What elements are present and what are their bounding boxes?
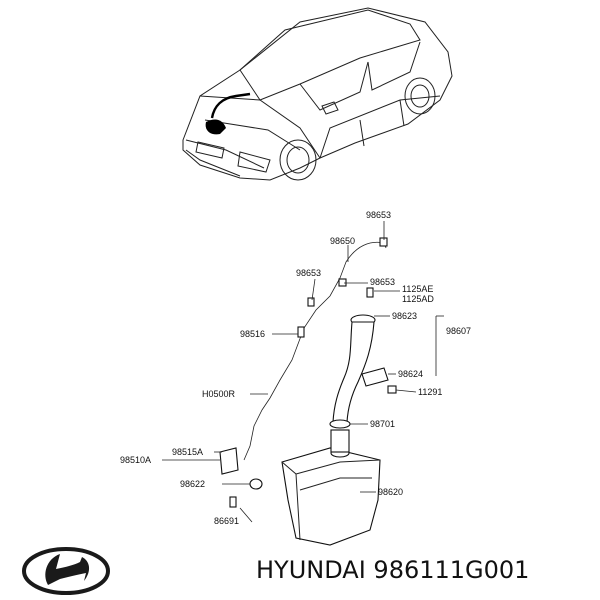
filler-neck [329,314,397,429]
callout-98515A: 98515A [172,447,203,457]
connector-98653-left [307,297,315,307]
callout-86691: 86691 [214,516,239,526]
callout-98622: 98622 [180,479,205,489]
callout-98653-top: 98653 [366,210,391,220]
callout-98653-left: 98653 [296,268,321,278]
callout-98516: 98516 [240,329,265,339]
bolt-1125AE [366,287,374,298]
leader-lines [162,221,444,523]
car-illustration [182,7,453,181]
callout-98510A: 98510A [120,455,151,465]
callout-98607: 98607 [446,326,471,336]
callout-98624: 98624 [398,369,423,379]
reservoir-tank [219,429,381,546]
joint-98516 [297,326,305,338]
callout-98701: 98701 [370,419,395,429]
callout-98623: 98623 [392,311,417,321]
footer-caption: HYUNDAI 986111G001 [256,550,529,590]
callout-1125AE: 1125AE [402,284,433,294]
callout-98620: 98620 [378,487,403,497]
callout-1125AD: 1125AD [402,294,434,304]
callout-98650: 98650 [330,236,355,246]
part-number: 986111G001 [373,556,530,584]
connector-98653-mid [338,278,347,287]
callout-98653-mid: 98653 [370,277,395,287]
hyundai-logo-icon [22,547,110,595]
connector-98653-top [379,237,388,247]
callout-11291: 11291 [418,387,442,397]
brand-name: HYUNDAI [256,556,366,584]
callout-H0500R: H0500R [202,389,236,399]
